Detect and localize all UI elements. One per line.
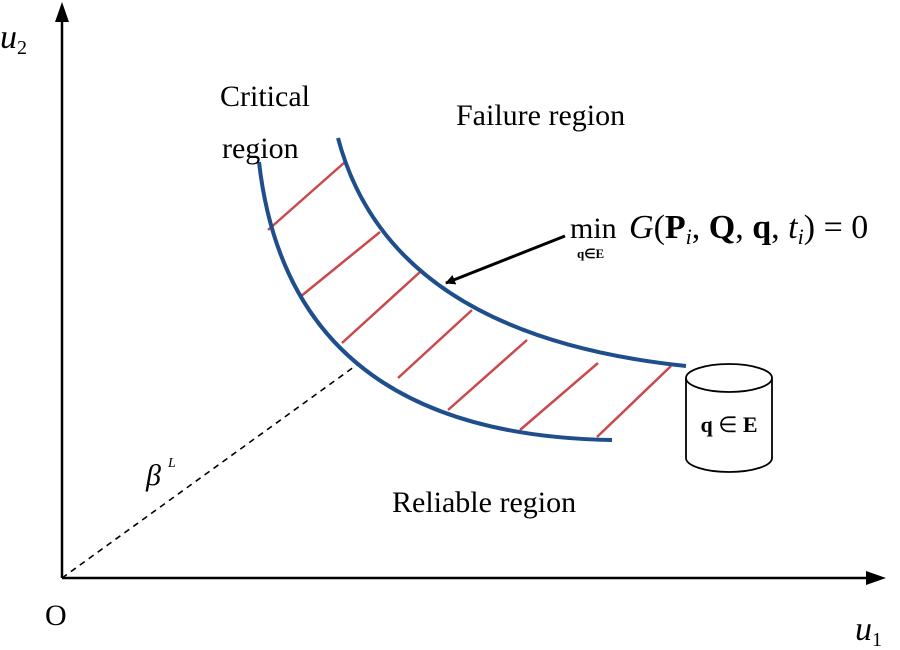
critical-region-label-line1: Critical <box>220 80 310 113</box>
beta-dashed-line <box>61 363 359 579</box>
equation-min-subscript: q∈E <box>577 246 604 261</box>
equation-pointer-arrow <box>445 234 566 285</box>
y-axis-arrow-icon <box>55 2 69 22</box>
cylinder-label: q ∈ E <box>700 412 757 437</box>
y-axis-label: u2 <box>0 19 27 59</box>
failure-region-label: Failure region <box>456 99 625 132</box>
equation-main: G(Pi, Q, q, ti) = 0 <box>629 209 868 249</box>
critical-region-label-line2: region <box>222 132 299 165</box>
beta-symbol: β <box>145 459 161 492</box>
hatch-lines <box>267 161 672 438</box>
cylinder-icon <box>685 363 773 473</box>
x-axis-label: u1 <box>855 611 882 650</box>
equation-min: min <box>570 212 617 245</box>
x-axis-arrow-icon <box>866 571 886 585</box>
beta-superscript: L <box>167 456 176 471</box>
limit-state-curve-lower <box>257 161 613 442</box>
reliable-region-label: Reliable region <box>392 486 576 519</box>
limit-state-curve-upper <box>336 137 687 368</box>
origin-label: O <box>45 599 67 632</box>
